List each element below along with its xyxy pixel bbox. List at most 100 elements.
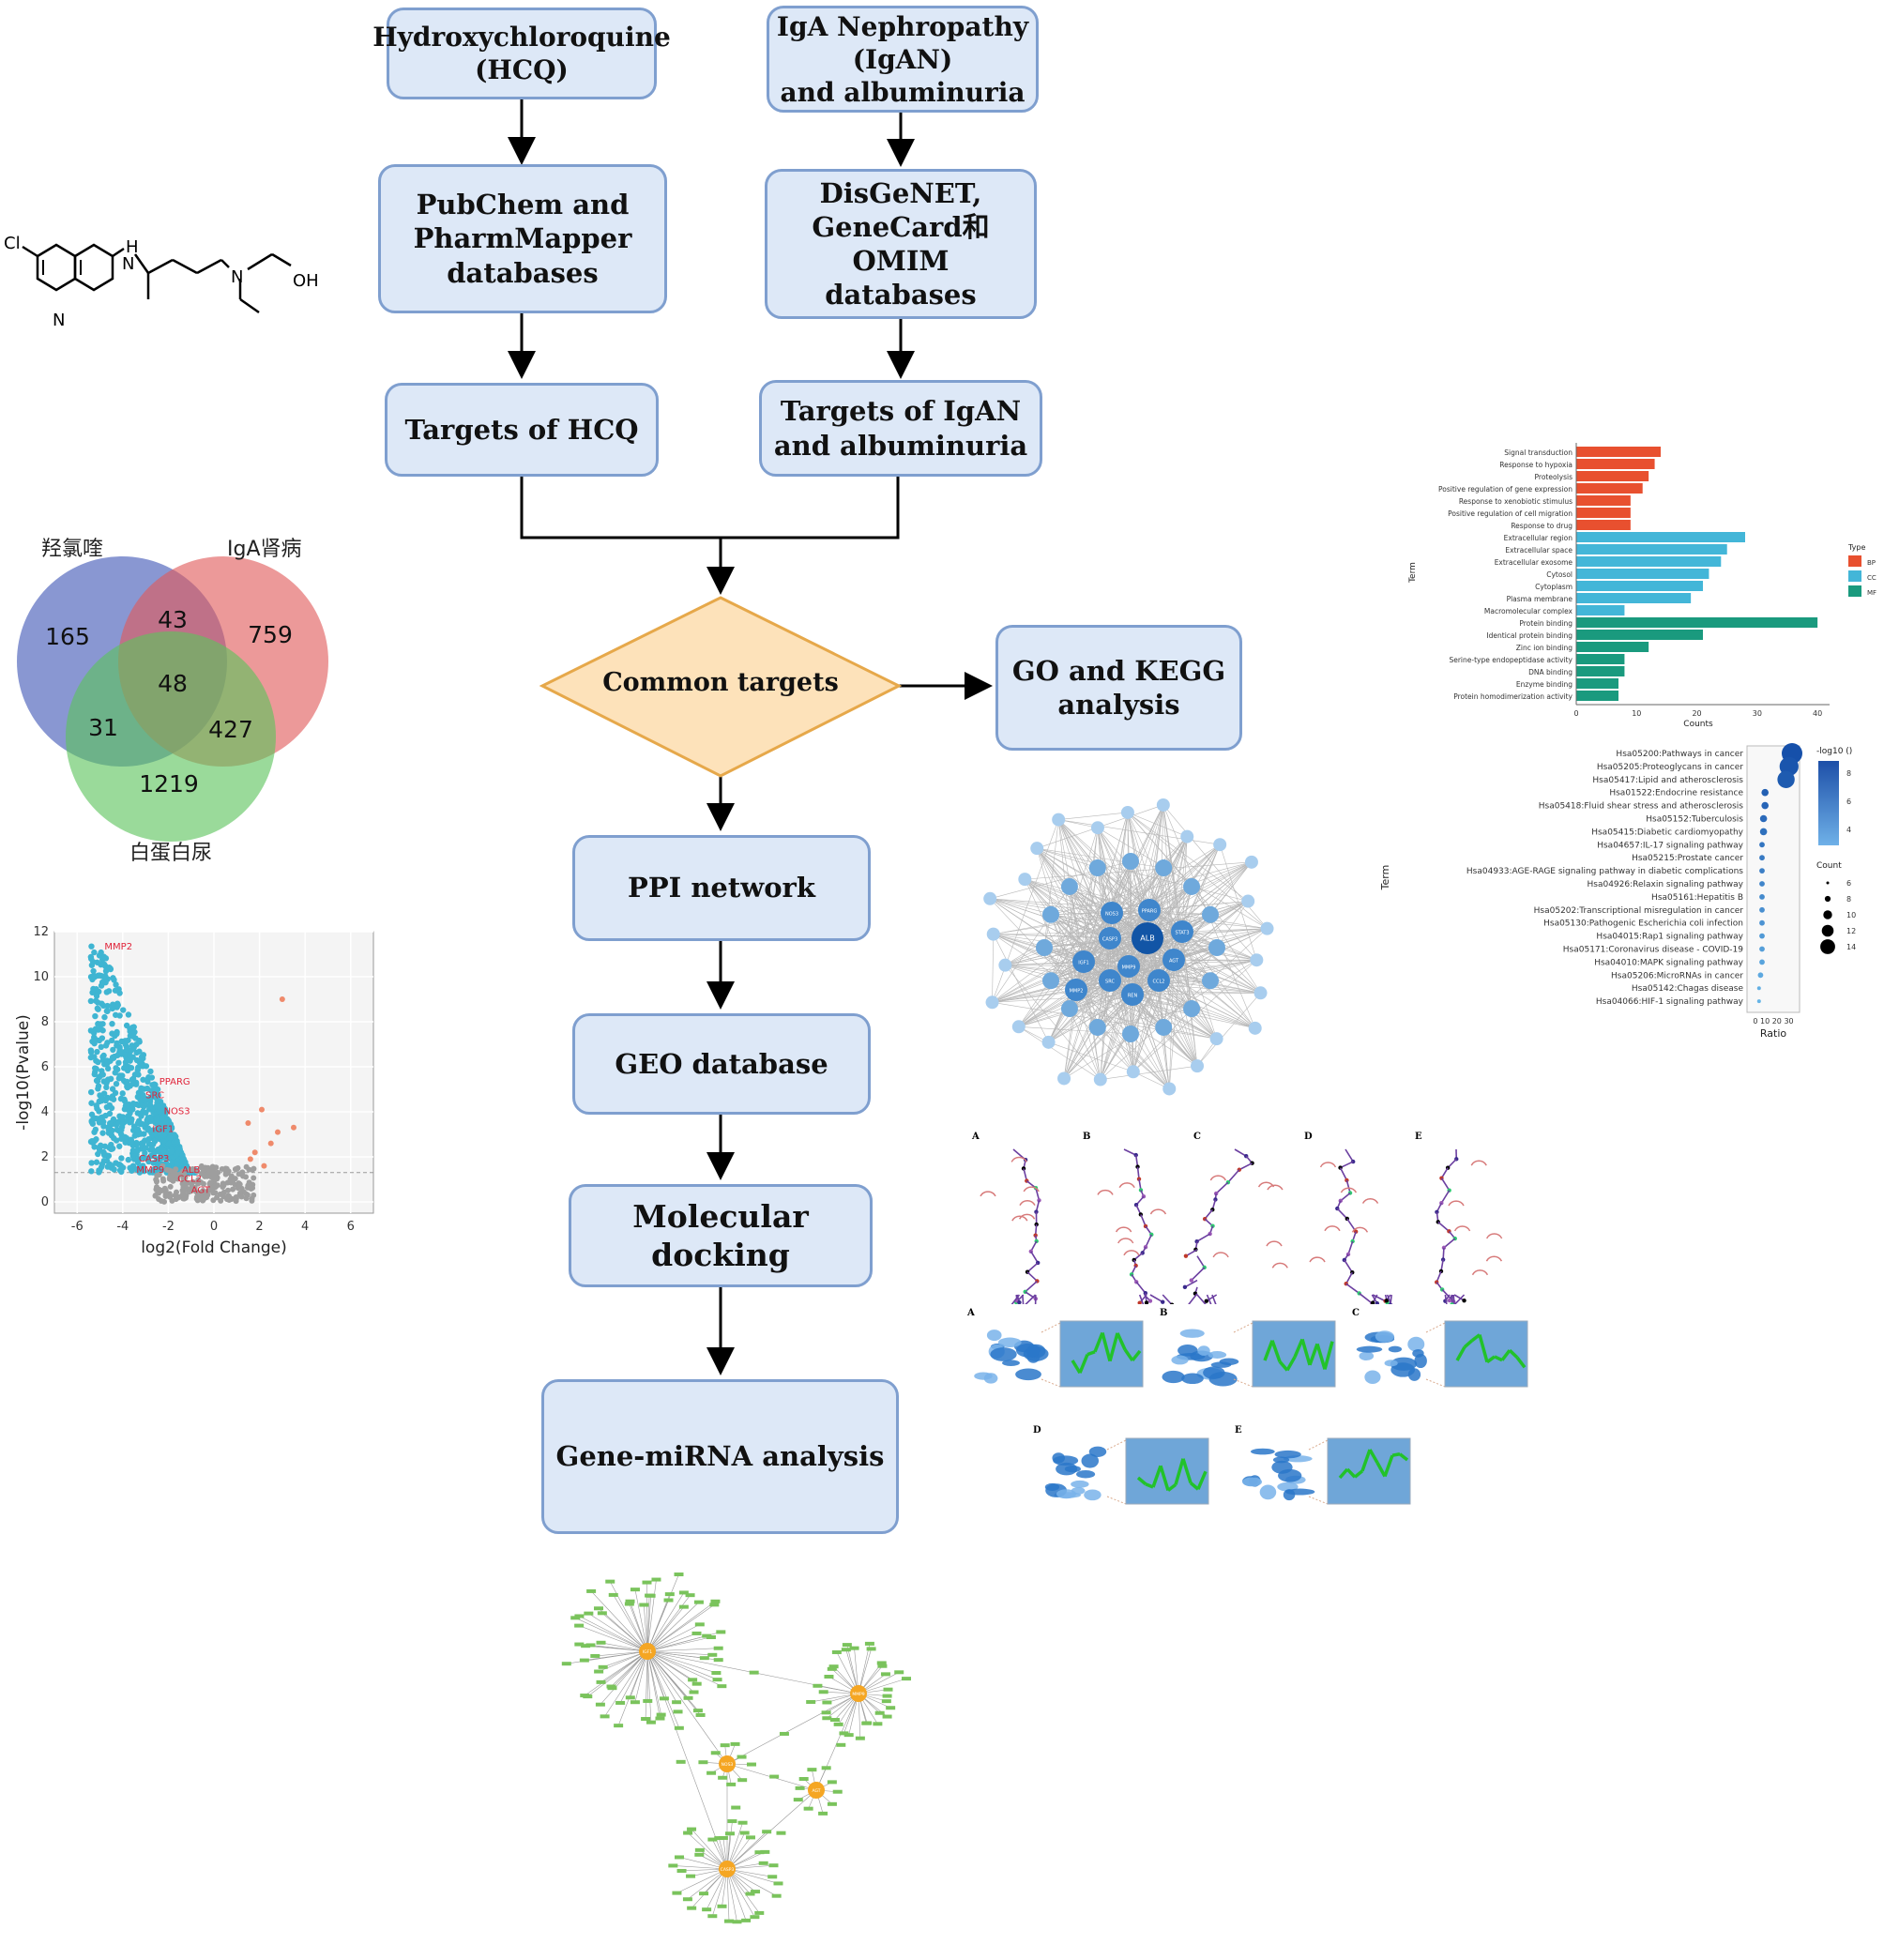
docking-2d-hydrophobic-arc [1019, 1200, 1036, 1207]
mirna-node [827, 1666, 837, 1671]
docking-3d-ligand-bond [1360, 1449, 1372, 1472]
volcano-point-down [99, 1095, 106, 1102]
mirna-node [745, 1835, 755, 1840]
mirna-node [693, 1600, 704, 1604]
docking-2d-atom [1182, 1284, 1188, 1290]
ppi-edge [1043, 947, 1170, 1089]
volcano-point-down [116, 1143, 123, 1149]
mirna-edge [585, 1650, 648, 1696]
docking-2d-panel-label: A [971, 1132, 980, 1142]
ppi-edge [1069, 886, 1193, 1010]
volcano-point-down [93, 1159, 100, 1165]
docking-2d-hydrophobic-arc [1115, 1226, 1132, 1233]
docking-2d-bond [1026, 1262, 1039, 1273]
go-bar [1576, 532, 1745, 542]
ppi-edge [1037, 847, 1183, 933]
volcano-point-ns [220, 1189, 227, 1195]
mirna-node [795, 1785, 805, 1790]
mirna-node [624, 1602, 634, 1606]
docking-2d-panel-label: C [1193, 1132, 1201, 1142]
docking-3d-zoom-line [1425, 1322, 1446, 1333]
volcano-point-down [128, 1064, 135, 1071]
docking-2d-atom [1189, 1278, 1193, 1283]
volcano-point-ns [210, 1197, 217, 1204]
docking-3d-ligand-bond [1151, 1465, 1162, 1488]
mirna-edge [646, 1595, 651, 1652]
mirna-hub-node [639, 1643, 656, 1660]
volcano-point-down [111, 1134, 117, 1142]
volcano-point-down [114, 1002, 122, 1009]
volcano-point-down [88, 1168, 95, 1175]
docking-3d-ligand-bond [1375, 1462, 1387, 1478]
mirna-node [630, 1588, 640, 1592]
volcano-point-down [149, 1082, 156, 1088]
volcano-point-down [143, 1109, 149, 1117]
volcano-point-ns [230, 1186, 236, 1193]
docking-3d-protein [1162, 1329, 1239, 1387]
go-legend-label: MF [1867, 589, 1876, 597]
mirna-hub-label: CASP3 [721, 1867, 735, 1873]
volcano-point-ns [220, 1193, 227, 1200]
docking-3d-ligand-bond [1500, 1349, 1512, 1361]
kegg-term-label: Hsa01522:Endocrine resistance [1609, 789, 1743, 798]
docking-2d-atom [1137, 1300, 1142, 1304]
volcano-point-ns [175, 1176, 181, 1182]
mirna-node [585, 1643, 596, 1648]
go-legend-label: CC [1867, 574, 1876, 582]
docking-2d-atom [1136, 1177, 1142, 1181]
volcano-point-ns [222, 1165, 229, 1172]
docking-3d-helix [1203, 1366, 1225, 1379]
volcano-point-down [108, 1095, 115, 1102]
hcq-box: Hydroxychloroquine (HCQ) [372, 8, 671, 99]
docking-3d-zoom-line [1233, 1322, 1253, 1333]
docking-2d-bond [1026, 1271, 1038, 1283]
volcano-point-down [106, 1119, 114, 1127]
docking-3d-protein [1356, 1330, 1427, 1385]
ppi-edge [1069, 1008, 1217, 1040]
docking-2d-bond [1138, 1294, 1145, 1304]
docking-3d-ligand-bond [1136, 1476, 1147, 1486]
volcano-point-down [87, 1054, 95, 1061]
go-term-label: Cytoplasm [1535, 583, 1573, 591]
volcano-point-down [134, 1093, 142, 1101]
volcano-point-down [134, 1147, 141, 1154]
ppi-edge [1097, 828, 1150, 911]
docking-2d-bond [1188, 1293, 1198, 1304]
volcano-point-down [120, 1007, 127, 1013]
docking-3d-helix [1283, 1489, 1296, 1501]
docking-2d-atom [1133, 1152, 1138, 1158]
docking-2d-atom [1037, 1198, 1041, 1203]
volcano-point-ns [209, 1164, 216, 1171]
volcano-point-down [95, 1021, 101, 1027]
mirna-node [625, 1695, 635, 1700]
volcano-point-down [118, 1168, 125, 1176]
volcano-point-ns [243, 1163, 250, 1170]
docking-2d-bond [1440, 1190, 1451, 1204]
volcano-point-down [106, 964, 113, 971]
volcano-point-down [134, 1159, 142, 1166]
kegg-x-ticks: 0 10 20 30 [1753, 1017, 1793, 1026]
volcano-point-ns [170, 1178, 176, 1184]
ppi-node [1213, 838, 1227, 852]
docking-2d-bond [1140, 1214, 1147, 1227]
volcano-point-down [140, 1076, 146, 1083]
mirna-node [718, 1775, 728, 1780]
docking-2d-hydrophobic-arc [1010, 1156, 1027, 1162]
docking-2d-bond [1339, 1167, 1348, 1181]
mirna-node [594, 1606, 604, 1611]
ppi-edge [1097, 931, 1183, 1028]
kegg-term-label: Hsa04933:AGE-RAGE signaling pathway in d… [1466, 867, 1743, 876]
volcano-point-down [126, 1052, 133, 1059]
docking-2d-atom [1462, 1298, 1466, 1303]
ppi-edge [1127, 812, 1268, 929]
mirna-node [689, 1690, 699, 1694]
ppi-node [1042, 972, 1060, 990]
mirna-edge [613, 1594, 648, 1652]
mirna-edge [600, 1650, 648, 1683]
volcano-y-tick: 0 [41, 1195, 49, 1209]
mirna-node [695, 1712, 706, 1717]
docking-2d-hydrophobic-arc [1097, 1189, 1114, 1195]
docking-3d-ligand-bond [1485, 1355, 1497, 1364]
